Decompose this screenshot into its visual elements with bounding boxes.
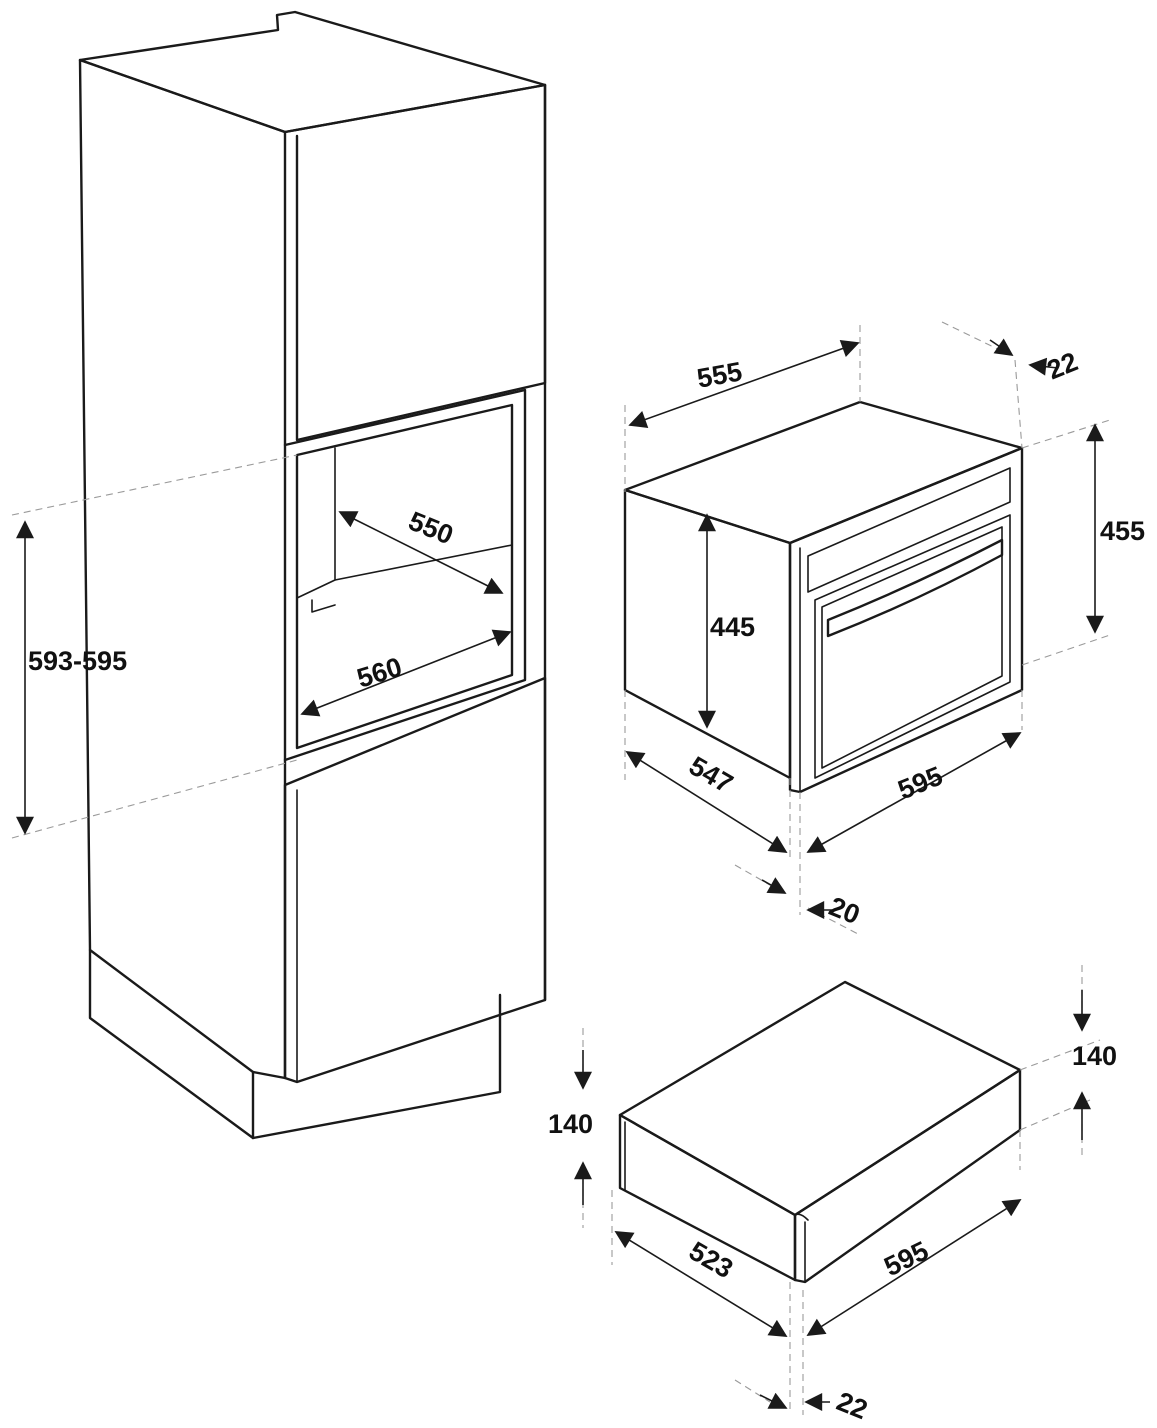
- oven-front: [788, 446, 1024, 794]
- oven-handle-offset-dim-line: [761, 877, 787, 894]
- oven-width-label: 595: [894, 761, 947, 806]
- drawer-front-offset-dim-line: [759, 1392, 788, 1409]
- niche-height-label: 593-595: [28, 646, 127, 676]
- cabinet-upper-door: [283, 83, 547, 442]
- built-in-oven: 555 22 455 445 547 595 20: [623, 321, 1145, 936]
- drawer-front-offset-label: 22: [833, 1386, 872, 1423]
- tall-cabinet: 593-595 550 560: [11, 10, 547, 1140]
- oven-control-panel: [807, 467, 1011, 593]
- oven-front-offset-label: 22: [1043, 346, 1082, 385]
- oven-width-dim-line: [806, 732, 1022, 853]
- cabinet-top: [78, 10, 547, 134]
- niche-depth-label: 550: [404, 506, 457, 551]
- oven-niche: [283, 388, 527, 762]
- drawer-width-label: 595: [880, 1235, 934, 1282]
- drawer-height-right-label: 140: [1072, 1041, 1117, 1071]
- drawer-height-left-label: 140: [548, 1109, 593, 1139]
- oven-body-depth-dim-line: [625, 751, 788, 853]
- warming-drawer: 140 140 523 595 22: [548, 965, 1117, 1425]
- oven-body-depth-label: 547: [684, 751, 738, 800]
- drawer-depth-label: 523: [684, 1236, 738, 1285]
- niche-back: [296, 447, 336, 599]
- cabinet-plinth: [88, 948, 255, 1140]
- cabinet-side-panel: [78, 58, 287, 1080]
- drawer-top: [618, 980, 1022, 1217]
- niche-width-dim-line: [300, 629, 512, 717]
- oven-depth-dim-line: [628, 340, 860, 428]
- drawer-width-dim-line: [806, 1199, 1022, 1336]
- niche-width-label: 560: [354, 652, 406, 694]
- drawer-depth-dim-line: [614, 1231, 788, 1337]
- niche-depth-dim-line: [338, 511, 504, 594]
- oven-front-offset-dim-line: [989, 338, 1014, 357]
- oven-depth-label: 555: [695, 356, 745, 393]
- oven-handle: [826, 538, 1004, 638]
- oven-front-height-label: 455: [1100, 516, 1145, 546]
- oven-door-window: [814, 514, 1011, 779]
- oven-handle-offset-label: 20: [825, 891, 864, 930]
- oven-body-height-label: 445: [710, 612, 755, 642]
